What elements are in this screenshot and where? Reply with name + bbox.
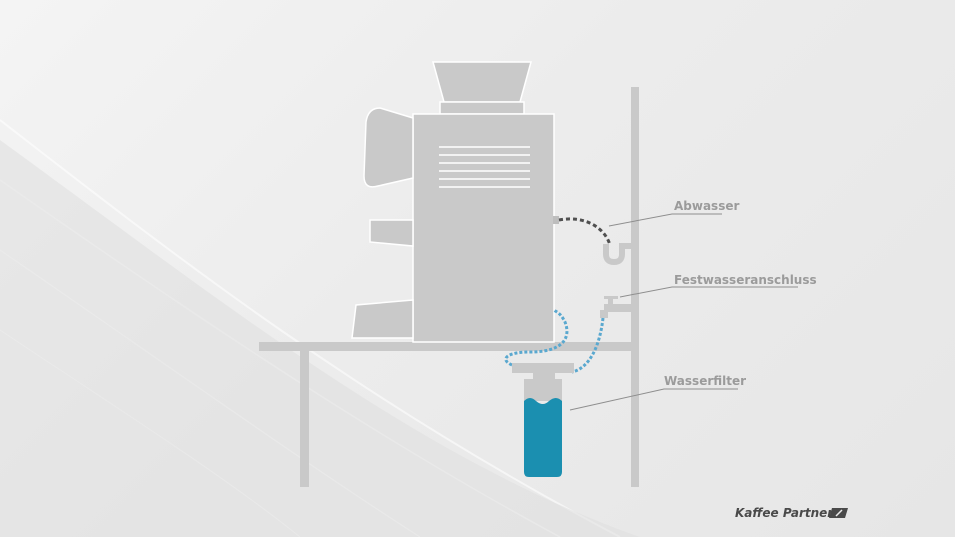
faucet-icon [600,296,631,318]
coffee-machine [351,61,555,343]
table [259,342,633,487]
siphon-trap-icon [603,243,631,266]
brand-name: Kaffee Partner [735,506,834,520]
drain-outlet [553,216,559,224]
vent-grille [439,146,530,188]
drain-hose [558,217,612,246]
label-water-filter: Wasserfilter [664,374,746,388]
drain-leader-line [608,213,722,227]
coffee-bean-badge-icon [829,508,848,518]
filter-cartridge [524,398,562,477]
machine-body [412,113,555,343]
wall-pipe [631,87,639,487]
water-hose [504,308,605,374]
label-water-connection: Festwasseranschluss [674,273,817,287]
label-drain: Abwasser [674,199,739,213]
background-shade [0,140,640,537]
water-filter [512,363,574,477]
water-connection-leader-line [619,286,798,298]
leader-lines [569,213,798,411]
bean-hopper [432,61,532,103]
water-filter-leader-line [569,388,738,411]
